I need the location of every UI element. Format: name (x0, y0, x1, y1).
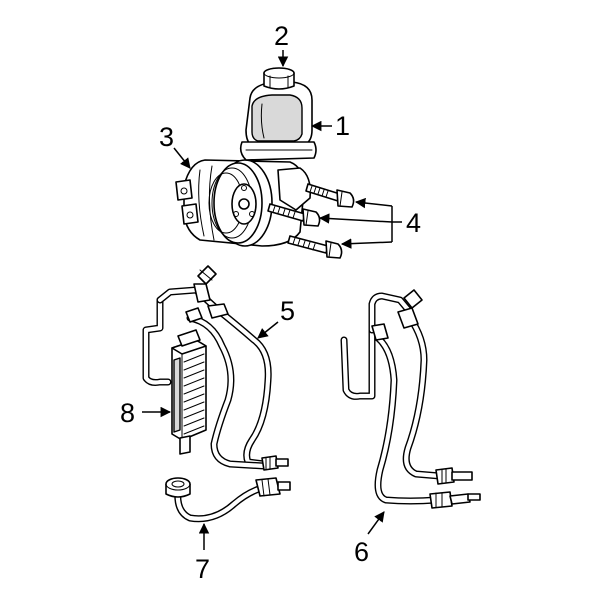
pressure-hose (165, 477, 291, 523)
mounting-bolt (305, 183, 355, 208)
callout-5: 5 (280, 296, 295, 326)
callout-1: 1 (335, 111, 350, 141)
mounting-bolt (287, 235, 343, 259)
callout-4: 4 (406, 208, 421, 238)
callout-6: 6 (354, 537, 369, 567)
oil-cooler (142, 296, 207, 455)
callout-8: 8 (120, 398, 135, 428)
reservoir-cap (263, 67, 295, 90)
leader-lines (142, 50, 402, 550)
callout-3: 3 (159, 122, 174, 152)
hose-assembly (340, 289, 481, 509)
return-hose (156, 265, 289, 471)
callout-7: 7 (195, 554, 210, 584)
mounting-bolt (267, 203, 321, 227)
power-steering-pump (175, 159, 312, 247)
callout-2: 2 (274, 21, 289, 51)
